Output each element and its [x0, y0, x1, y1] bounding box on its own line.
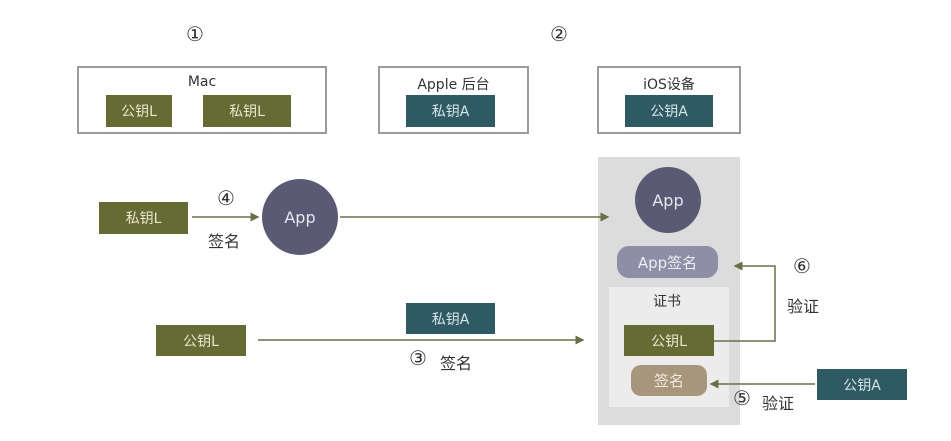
- step-5-label: ⑤: [733, 386, 751, 410]
- mac-private-key-l: 私钥L: [203, 95, 291, 127]
- public-key-l: 公钥L: [156, 325, 246, 356]
- certificate-title: 证书: [653, 294, 681, 310]
- private-key-a: 私钥A: [406, 303, 495, 334]
- apple-title: Apple 后台: [417, 77, 490, 93]
- apple-private-key-a: 私钥A: [406, 95, 495, 127]
- step-4-label: ④: [217, 186, 235, 210]
- public-key-a: 公钥A: [817, 369, 907, 400]
- app-signature: App签名: [617, 246, 718, 278]
- private-key-l: 私钥L: [99, 202, 188, 234]
- device-app-circle: App: [635, 167, 701, 233]
- cert-public-key-l: 公钥L: [624, 325, 714, 356]
- sign-label-4: 签名: [208, 232, 241, 251]
- arrow-verify-6: [714, 261, 776, 342]
- cert-signature: 签名: [631, 365, 707, 396]
- step-2-label: ②: [550, 22, 568, 46]
- sign-label-3: 签名: [440, 354, 473, 373]
- ios-public-key-a: 公钥A: [625, 95, 713, 127]
- step-6-label: ⑥: [793, 254, 811, 278]
- mac-title: Mac: [187, 74, 217, 90]
- step-1-label: ①: [186, 22, 204, 46]
- mac-public-key-l: 公钥L: [106, 95, 172, 127]
- verify-label-5: 验证: [762, 394, 795, 413]
- verify-label-6: 验证: [787, 297, 820, 316]
- ios-title: iOS设备: [643, 77, 695, 93]
- app-circle: App: [262, 179, 338, 255]
- step-3-label: ③: [409, 346, 427, 370]
